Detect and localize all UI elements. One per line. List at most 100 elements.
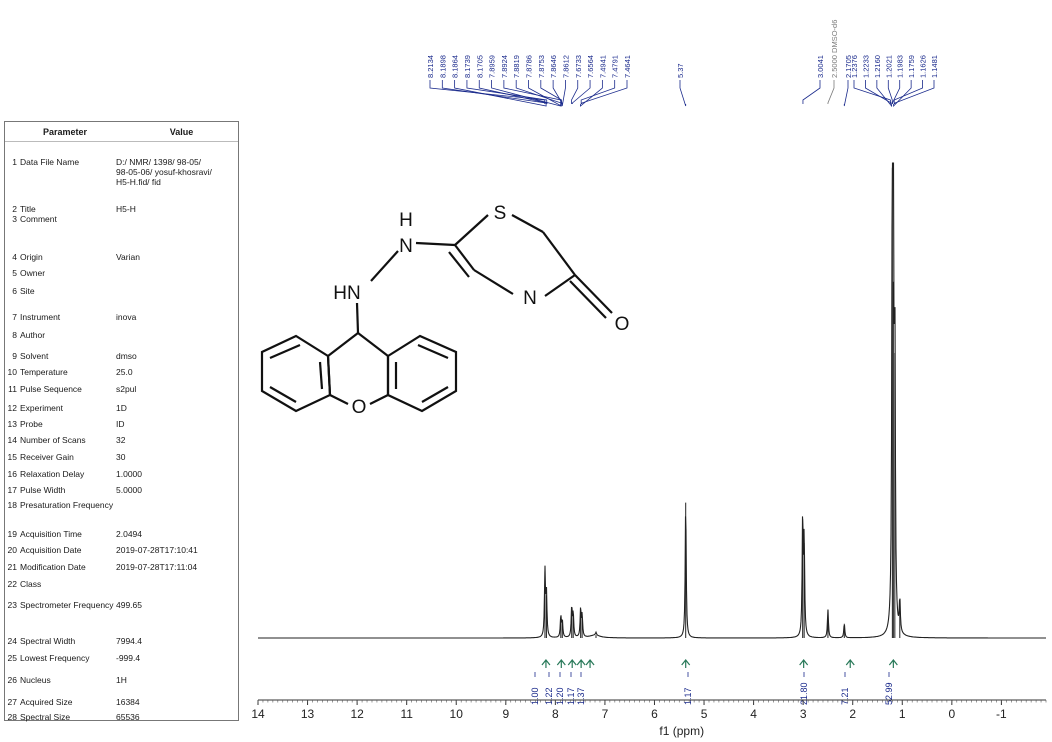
nh-nitrogen-label: N: [399, 236, 413, 257]
integral-mark: [541, 659, 551, 668]
peak-label-leader: [853, 80, 891, 104]
parameter-value: 1.0000: [116, 469, 142, 479]
parameter-name: Number of Scans: [20, 435, 86, 445]
parameter-value: 25.0: [116, 367, 133, 377]
peak-label: 7.8612: [561, 55, 570, 78]
parameter-name: Modification Date: [20, 562, 86, 572]
parameter-value: 5.0000: [116, 485, 142, 495]
peak-label: 7.8646: [549, 55, 558, 78]
sulfur-atom-label: S: [494, 203, 507, 224]
parameter-number: 10: [7, 367, 17, 377]
peak-label-leader: [552, 80, 563, 104]
value-header: Value: [169, 127, 194, 137]
integral-mark: [888, 659, 898, 668]
integral-value: 21.80: [799, 682, 809, 705]
parameter-number: 27: [7, 697, 17, 707]
peak-label-leader: [528, 80, 562, 107]
parameter-value: D:/ NMR/ 1398/ 98-05/ 98-05-06/ yosuf-kh…: [116, 157, 212, 187]
spectrum-trace-layer: [258, 162, 1046, 639]
peak-label: 1.2021: [884, 55, 893, 78]
x-axis-title: f1 (ppm): [659, 724, 704, 738]
x-axis-tick-label: 8: [552, 707, 559, 721]
x-axis-tick-label: 7: [602, 707, 609, 721]
peak-label: 1.2376: [850, 55, 859, 78]
parameter-number: 18: [7, 500, 17, 510]
parameter-number: 20: [7, 545, 17, 555]
parameter-value: s2pul: [116, 384, 137, 394]
parameter-name: Temperature: [20, 367, 68, 377]
parameter-number: 24: [7, 636, 17, 646]
integral-mark: [681, 659, 691, 668]
integral-mark: [576, 659, 586, 668]
hn-label: HN: [333, 283, 360, 304]
parameter-number: 28: [7, 712, 17, 722]
x-axis-tick-label: 12: [350, 707, 364, 721]
x-axis-tick-label: 0: [948, 707, 955, 721]
parameter-number: 15: [7, 452, 17, 462]
x-axis-tick-label: 1: [899, 707, 906, 721]
chemical-structure-labels: S N H HN N O O: [333, 203, 629, 418]
peak-label: 1.1759: [907, 55, 916, 78]
peak-label: 7.8924: [500, 55, 509, 78]
parameter-value: H5-H: [116, 204, 136, 214]
parameter-value: dmso: [116, 351, 137, 361]
x-axis-tick-label: 3: [800, 707, 807, 721]
parameter-name: Acquired Size: [20, 697, 73, 707]
parameter-value: 7994.4: [116, 636, 142, 646]
peak-label-leader: [571, 80, 591, 104]
parameter-name: Probe: [20, 419, 43, 429]
x-axis-tick-label: 4: [750, 707, 757, 721]
parameter-header: Parameter: [42, 127, 88, 137]
parameter-number: 6: [12, 286, 17, 296]
parameter-name: Experiment: [20, 403, 63, 413]
parameter-number: 5: [12, 268, 17, 278]
peak-label: 1.2233: [861, 55, 870, 78]
peak-label: 7.4641: [623, 55, 632, 78]
parameter-number: 26: [7, 675, 17, 685]
parameter-number: 4: [12, 252, 17, 262]
parameter-table-header: Parameter Value: [5, 122, 238, 142]
parameter-value: 1H: [116, 675, 127, 685]
parameter-name: Spectrometer Frequency: [20, 600, 114, 610]
parameter-value: Varian: [116, 252, 140, 262]
peak-label: 8.2134: [426, 55, 435, 78]
parameter-number: 9: [12, 351, 17, 361]
ring-oxygen-label: O: [352, 397, 367, 418]
parameter-number: 13: [7, 419, 17, 429]
integral-value: 1.00: [530, 687, 540, 705]
parameter-number: 19: [7, 529, 17, 539]
x-axis-tick-label: -1: [996, 707, 1007, 721]
peak-label: 7.6733: [574, 55, 583, 78]
parameter-value: ID: [116, 419, 125, 429]
parameter-name: Relaxation Delay: [20, 469, 85, 479]
parameter-value: 2019-07-28T17:11:04: [116, 562, 198, 572]
peak-label: 7.4941: [598, 55, 607, 78]
peak-label-leader: [580, 80, 603, 107]
peak-label-leader: [491, 80, 561, 107]
peak-label-leader: [571, 80, 579, 104]
peak-label-leader: [843, 80, 849, 107]
peak-label-leader: [478, 80, 548, 104]
peak-label-leader: [865, 80, 892, 104]
